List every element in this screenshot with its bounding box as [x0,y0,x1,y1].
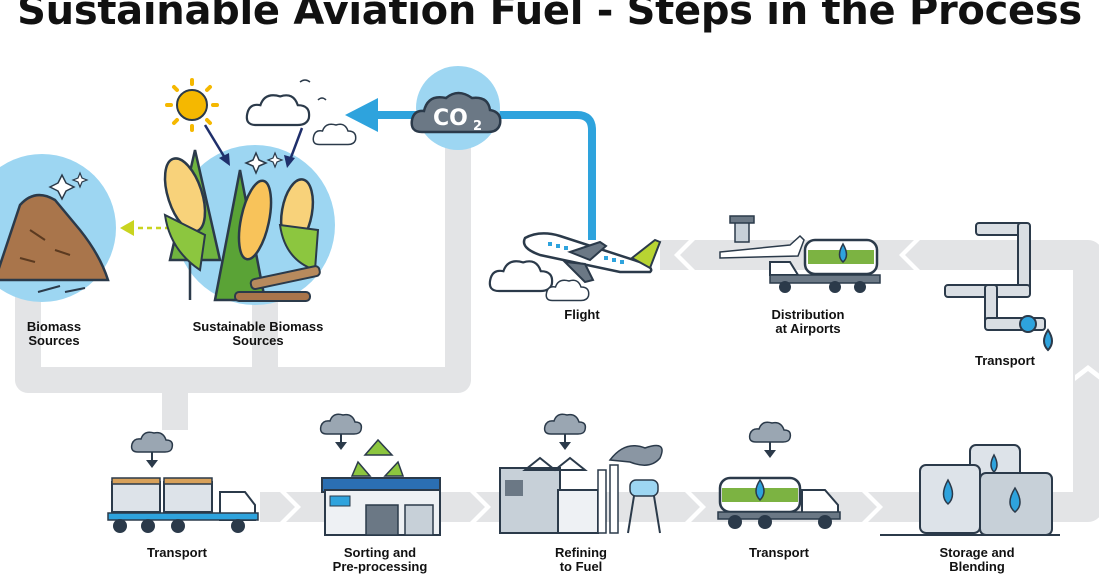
green-dashed-arrow [120,220,170,236]
svg-text:2: 2 [473,119,482,134]
label-biomass-sources: Biomass Sources [26,319,82,348]
label-distribution: Distribution at Airports [771,307,845,336]
flow-chevrons [280,240,1099,522]
co2-cloud-main: CO 2 [410,66,502,150]
sustainable-biomass-icon [163,78,357,305]
fuel-tanker-icon [717,421,841,529]
label-transport-truck: Transport [147,545,207,560]
label-transport-tanker: Transport [749,545,809,560]
refinery-icon [499,413,663,534]
label-refining: Refining to Fuel [555,545,607,574]
sorting-facility-icon [319,413,441,536]
label-transport-pipeline: Transport [975,353,1035,368]
label-sustainable-biomass: Sustainable Biomass Sources [192,319,324,348]
label-flight: Flight [564,307,600,322]
recycle-icon [350,438,405,477]
label-storage: Storage and Blending [939,545,1015,574]
storage-tanks-icon [880,444,1060,536]
sun-icon [165,78,219,132]
pipeline-icon [944,222,1053,352]
label-sorting: Sorting and Pre-processing [332,545,428,574]
airport-tanker-icon [719,215,881,293]
co2-return-arrow [372,111,596,240]
co2-arrow-head [345,98,378,132]
svg-text:CO: CO [433,106,468,131]
logging-truck-icon [107,431,259,533]
page-title: Sustainable Aviation Fuel - Steps in the… [17,0,1082,34]
airplane-icon [488,232,662,302]
biomass-pile-icon [0,154,116,302]
